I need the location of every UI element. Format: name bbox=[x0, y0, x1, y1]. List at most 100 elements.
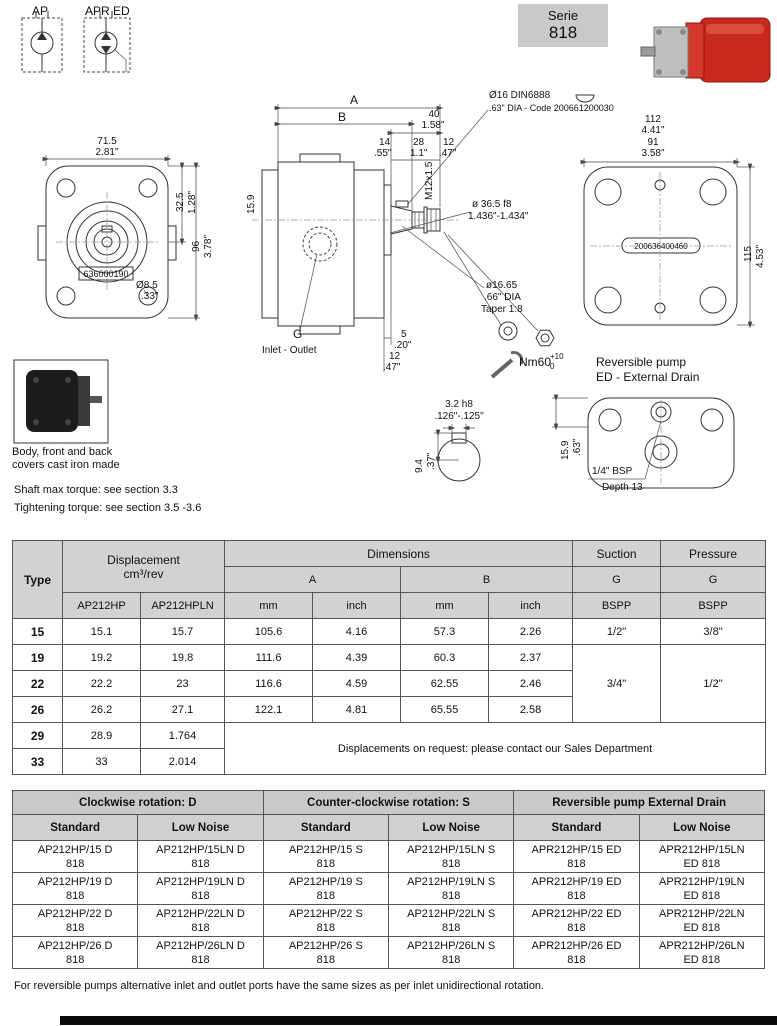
table-row: 29 28.9 1.764 Displacements on request: … bbox=[12, 722, 767, 775]
cell-displacement-hpln: 23 bbox=[139, 670, 226, 697]
cell-a-mm: 116.6 bbox=[224, 670, 314, 697]
reversible-pumps-footnote: For reversible pumps alternative inlet a… bbox=[14, 980, 545, 992]
key-detail-drawing bbox=[434, 424, 480, 481]
header-ap212hpln: AP212HPLN bbox=[139, 592, 226, 619]
dim-28: 28 bbox=[413, 137, 425, 148]
dim-12-in: .47" bbox=[439, 148, 457, 159]
symbol-ap-drawing bbox=[22, 11, 62, 72]
header-pressure: Pressure bbox=[660, 540, 767, 567]
keyway-width-in: .126"-.125" bbox=[434, 411, 484, 422]
cell-pressure: 3/8" bbox=[660, 618, 767, 645]
front-hole-dia-in: .33" bbox=[141, 291, 159, 302]
washer-icon bbox=[499, 322, 517, 340]
cell-b-inch: 2.26 bbox=[488, 618, 574, 645]
shaft-taper: Taper 1:8 bbox=[481, 304, 523, 315]
group-clockwise: Clockwise rotation: D bbox=[12, 790, 264, 815]
table-row: 33 33 2.014 bbox=[12, 748, 766, 775]
sub-low-noise: Low Noise bbox=[387, 814, 515, 841]
cell-displacement-hp: 28.9 bbox=[62, 722, 141, 749]
header-b-inch: inch bbox=[488, 592, 574, 619]
dim-b-label: B bbox=[338, 110, 347, 124]
keyway-depth: 9.4 bbox=[414, 459, 425, 473]
header-suction: Suction bbox=[572, 540, 662, 567]
shaft-dia: ø16.65 bbox=[486, 280, 518, 291]
keyway-depth-in: .37" bbox=[426, 452, 437, 470]
back-dim-115-in: 4.53" bbox=[755, 244, 766, 268]
header-displacement: Displacement cm³/rev bbox=[61, 540, 226, 593]
tightening-torque-note: Tightening torque: see section 3.5 -3.6 bbox=[14, 502, 202, 514]
cell-type: 33 bbox=[12, 748, 63, 775]
front-view-drawing bbox=[38, 155, 200, 322]
sub-standard: Standard bbox=[262, 814, 389, 841]
table-row: 19 19.2 19.8 111.6 4.39 60.3 2.37 3/4" 1… bbox=[12, 644, 767, 723]
header-type: Type bbox=[12, 540, 63, 619]
cell-a-mm: 111.6 bbox=[224, 644, 314, 671]
sub-standard: Standard bbox=[11, 814, 139, 841]
inlet-outlet-label: Inlet - Outlet bbox=[262, 345, 317, 356]
cast-iron-caption: Body, front and back covers cast iron ma… bbox=[12, 446, 122, 472]
dim-12: 12 bbox=[443, 137, 455, 148]
ed-dim-159-in: .63" bbox=[572, 438, 583, 456]
front-hole-dia: Ø8.5 bbox=[136, 280, 158, 291]
header-dim-b: B bbox=[400, 566, 574, 593]
back-dim-115: 115 bbox=[743, 246, 754, 262]
header-a-mm: mm bbox=[224, 592, 314, 619]
cast-iron-image bbox=[14, 360, 108, 443]
pump-product-image bbox=[641, 18, 770, 82]
keyway-width: 3.2 h8 bbox=[445, 399, 473, 410]
sub-low-noise: Low Noise bbox=[638, 814, 766, 841]
cell-pressure-merged: 1/2" bbox=[660, 644, 767, 723]
dim-40: 40 bbox=[428, 109, 440, 120]
cell-b-inch: 2.46 bbox=[488, 670, 574, 697]
page-bottom-bar bbox=[60, 1016, 777, 1025]
woodruff-key-icon bbox=[576, 95, 594, 102]
cell-type: 19 bbox=[12, 644, 63, 671]
torque-sub: 0 bbox=[550, 362, 555, 371]
serie-label: Serie bbox=[547, 8, 579, 23]
symbol-apr-ed-drawing bbox=[84, 11, 130, 72]
ed-title-line2: ED - External Drain bbox=[596, 370, 700, 384]
technical-drawings bbox=[0, 0, 777, 535]
dim-5: 5 bbox=[401, 329, 407, 340]
specs-table: Type Displacement cm³/rev Dimensions Suc… bbox=[12, 540, 767, 775]
header-suction-bspp: BSPP bbox=[572, 592, 662, 619]
cell-displacement-hp: 33 bbox=[62, 748, 141, 775]
cell-displacement-hp: 19.2 bbox=[62, 644, 141, 671]
back-code: 200636400460 bbox=[634, 242, 688, 251]
spigot-dia: ø 36.5 f8 bbox=[472, 199, 512, 210]
cell-a-inch: 4.39 bbox=[312, 644, 402, 671]
header-dim-a: A bbox=[224, 566, 402, 593]
front-code: 636000190 bbox=[83, 269, 129, 279]
back-dim-112: 112 bbox=[645, 114, 661, 125]
cell-suction-merged: 3/4" bbox=[572, 644, 662, 723]
cell-b-inch: 2.37 bbox=[488, 644, 574, 671]
cell-b-mm: 65.55 bbox=[400, 696, 490, 723]
front-pilot-mm: 32.5 bbox=[175, 192, 186, 212]
front-height-in: 3.78" bbox=[203, 234, 214, 258]
back-dim-112-in: 4.41" bbox=[641, 125, 665, 136]
cell-a-inch: 4.81 bbox=[312, 696, 402, 723]
cell-displacement-hp: 15.1 bbox=[62, 618, 141, 645]
thread-spec: M12x1.5 bbox=[424, 161, 435, 200]
ed-port-label: 1/4" BSP bbox=[592, 466, 633, 477]
sub-standard: Standard bbox=[513, 814, 640, 841]
